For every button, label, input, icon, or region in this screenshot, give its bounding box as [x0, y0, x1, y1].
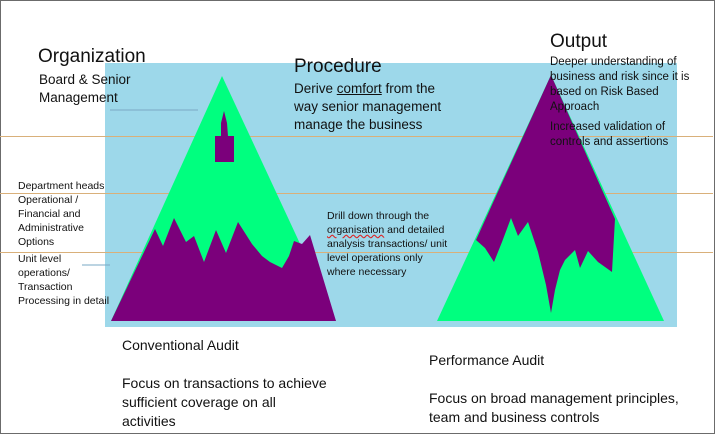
procedure-line-2: way senior management	[294, 99, 442, 114]
dept-heads-label: Department heads	[18, 180, 105, 192]
dept-line-2: Operational /	[18, 194, 79, 206]
dept-line-5: Options	[18, 236, 55, 248]
conventional-line-2: sufficient coverage on all	[122, 394, 276, 410]
performance-detail-region	[476, 75, 615, 313]
conventional-detail-region	[111, 218, 336, 321]
comfort-word: comfort	[336, 81, 382, 96]
unit-line-4: Processing in detail	[18, 295, 110, 307]
procedure-line-1: Derive comfort from the	[294, 81, 436, 96]
drill-line-5: where necessary	[327, 266, 407, 278]
conventional-line-1: Focus on transactions to achieve	[122, 375, 327, 391]
dept-line-3: Financial and	[18, 208, 81, 220]
dept-line-4: Administrative	[18, 222, 84, 234]
drill-line-3: analysis transactions/ unit	[327, 238, 448, 250]
board-label-line-1: Board & Senior	[39, 72, 131, 87]
level-rule-1	[0, 136, 713, 137]
output-line-2: business and risk since it is	[550, 71, 690, 83]
output-line-1: Deeper understanding of	[550, 56, 677, 68]
conventional-peak-block	[215, 111, 234, 162]
output-line-3: based on Risk Based	[550, 86, 659, 98]
conventional-line-3: activities	[122, 413, 176, 429]
procedure-heading: Procedure	[294, 56, 382, 77]
drill-line-2: organisation and detailed	[327, 224, 445, 236]
conventional-audit-title: Conventional Audit	[122, 337, 239, 353]
level-rule-2	[0, 193, 713, 194]
board-label-line-2: Management	[39, 90, 118, 105]
performance-audit-title: Performance Audit	[429, 352, 545, 368]
unit-level-label: Unit level	[18, 253, 62, 265]
drill-line-1: Drill down through the	[327, 210, 430, 222]
drill-line-4: level operations only	[327, 252, 423, 264]
unit-line-2: operations/	[18, 267, 70, 279]
output-line-4: Approach	[550, 101, 600, 113]
procedure-line-3: manage the business	[294, 117, 423, 132]
output-line-5: Increased validation of	[550, 121, 666, 133]
output-heading: Output	[550, 31, 608, 52]
output-line-6: controls and assertions	[550, 136, 669, 148]
performance-line-1: Focus on broad management principles,	[429, 390, 679, 406]
performance-line-2: team and business controls	[429, 409, 600, 425]
organization-heading: Organization	[38, 46, 146, 67]
unit-line-3: Transaction	[18, 281, 73, 293]
level-rule-3	[0, 252, 713, 253]
